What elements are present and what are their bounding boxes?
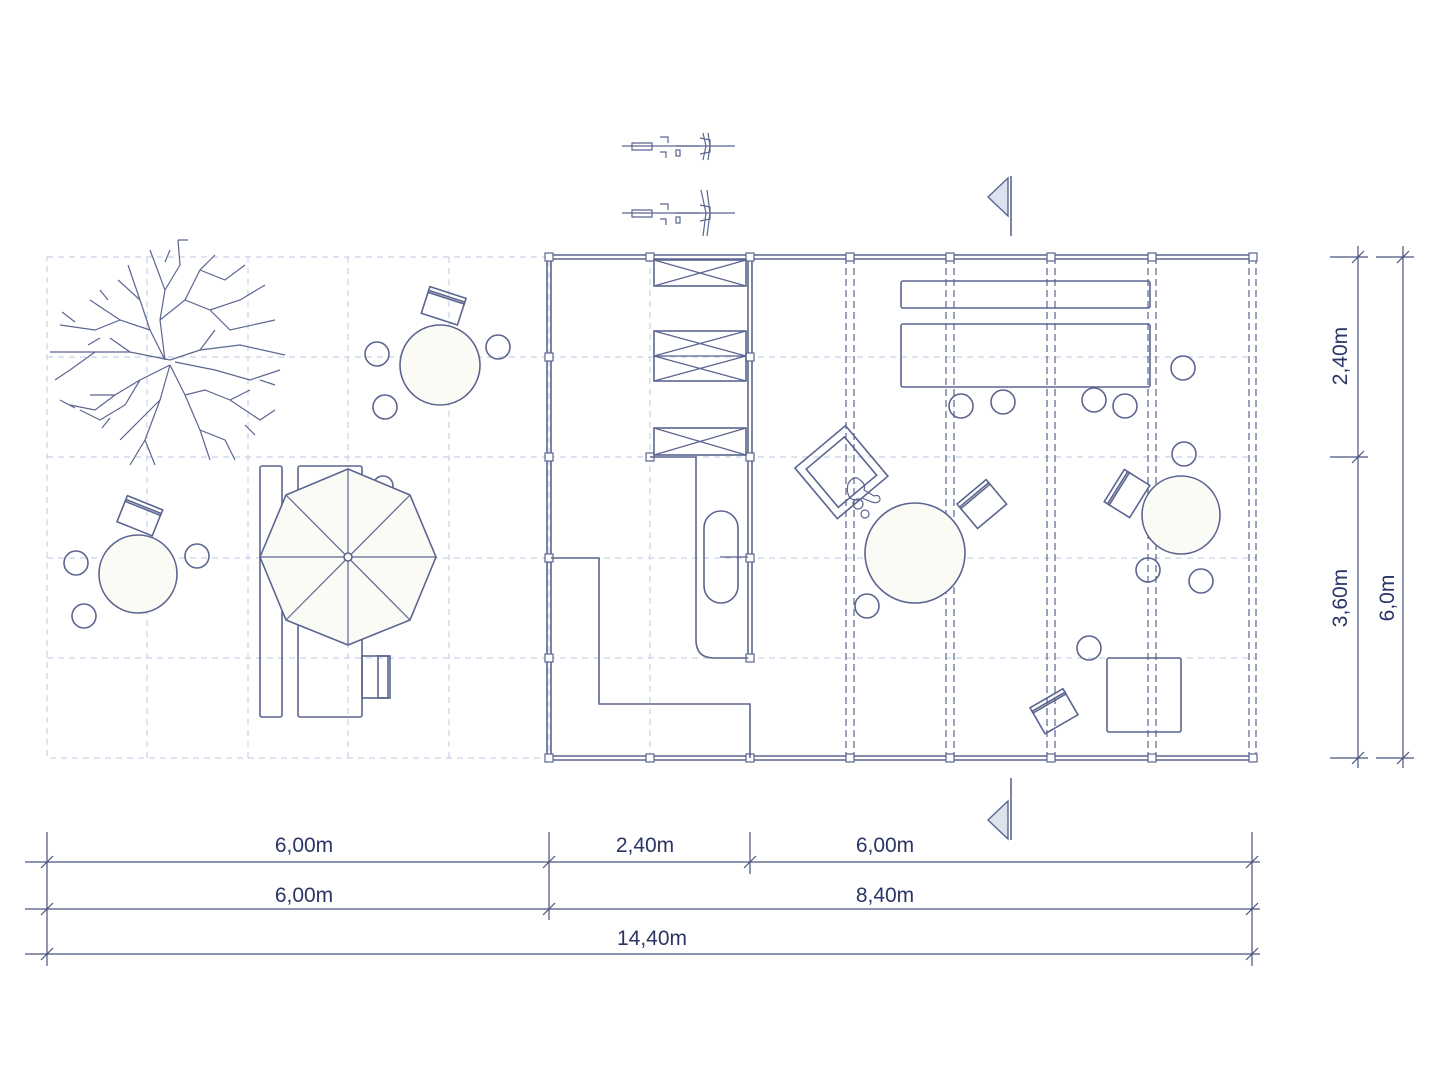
tree-icon	[50, 239, 286, 466]
section-marker-top	[986, 176, 1012, 236]
umbrella-icon	[259, 468, 437, 646]
service-counter	[551, 456, 751, 758]
dim-bottom-depth: 3,60m	[1329, 569, 1352, 627]
indoor-table-right	[1103, 468, 1221, 555]
dim-terrace-width-2: 6,00m	[275, 884, 333, 907]
dimension-lines-right	[1330, 246, 1414, 768]
armchair-icon	[793, 424, 890, 520]
section-marker-bottom	[986, 778, 1012, 841]
storage-crates	[653, 259, 747, 456]
terrace-table-left	[63, 494, 210, 629]
structural-posts	[544, 252, 1258, 763]
bicycle-icon	[622, 189, 735, 237]
dim-building-width: 8,40m	[856, 884, 914, 907]
dim-total-depth: 6,0m	[1376, 575, 1399, 622]
terrace-grid	[46, 256, 1256, 759]
dim-service-width: 2,40m	[616, 834, 674, 857]
dimension-lines-bottom	[25, 832, 1260, 966]
chair-icon	[1028, 687, 1080, 735]
dim-total-width: 14,40m	[617, 927, 687, 950]
dim-terrace-width: 6,00m	[275, 834, 333, 857]
terrace-table-top	[364, 285, 511, 420]
bicycle-icon	[622, 132, 735, 161]
dim-dining-width: 6,00m	[856, 834, 914, 857]
indoor-table-center	[864, 478, 1008, 604]
dim-top-depth: 2,40m	[1329, 327, 1352, 385]
square-table	[1106, 657, 1182, 733]
long-tables	[900, 280, 1151, 388]
building-walls	[546, 254, 1256, 761]
stools	[854, 355, 1214, 661]
frame-columns	[845, 257, 1257, 758]
